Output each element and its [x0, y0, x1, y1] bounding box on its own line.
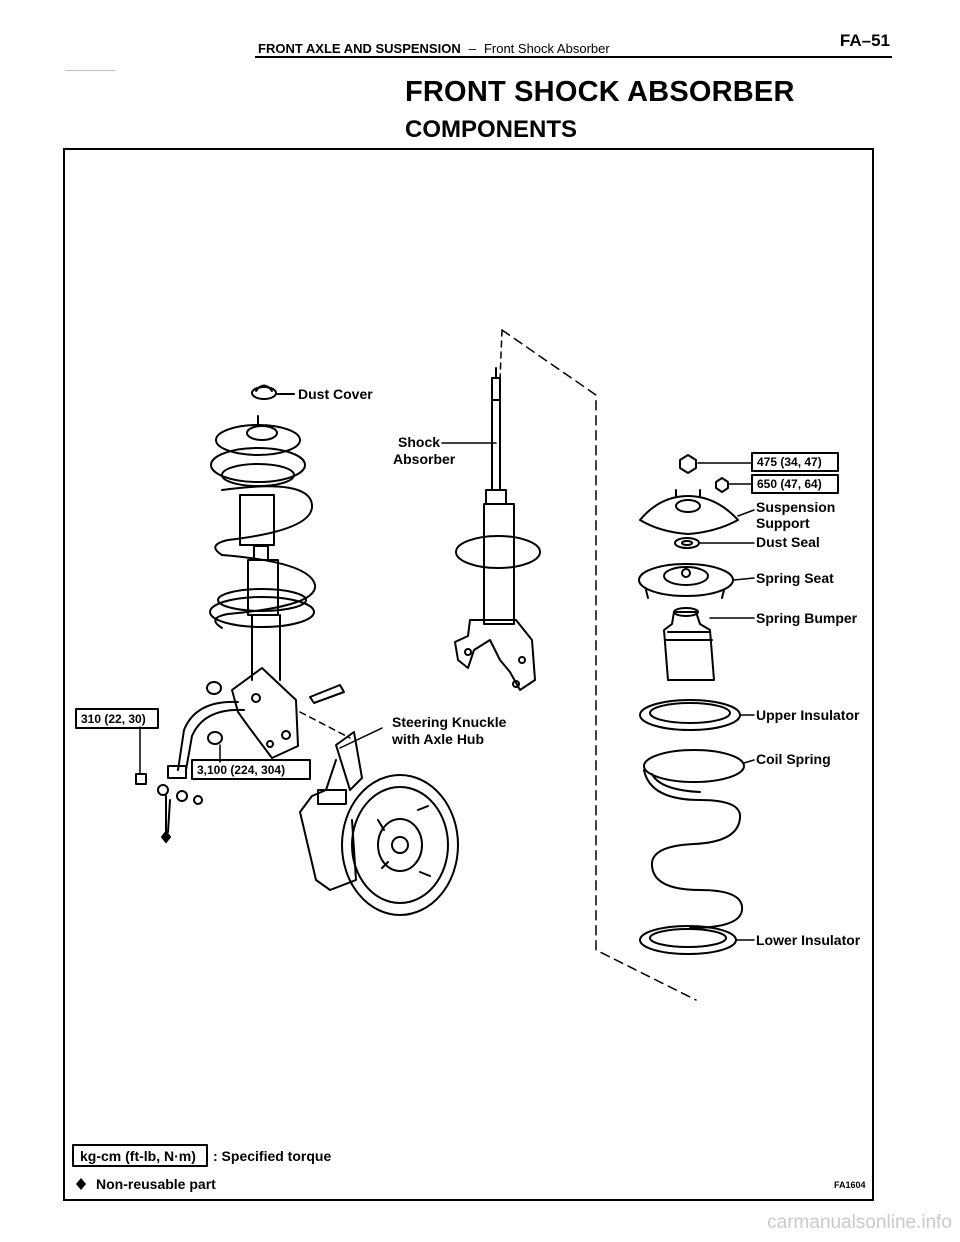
section-subtitle: COMPONENTS — [405, 116, 578, 143]
exploded-parts-illustration — [638, 454, 745, 955]
torque-box-650 — [751, 474, 839, 494]
torque-475: 475 (34, 47) — [757, 455, 822, 469]
header-faint-rule — [65, 70, 115, 71]
label-dust-seal: Dust Seal — [756, 534, 820, 550]
legend-unit-box — [72, 1144, 208, 1167]
legend-unit: kg-cm (ft-lb, N·m) — [80, 1148, 196, 1164]
assembled-strut-illustration — [135, 384, 351, 843]
label-spring-seat: Spring Seat — [756, 570, 834, 586]
header-section: FRONT AXLE AND SUSPENSION — [258, 41, 461, 56]
steering-knuckle-illustration — [299, 731, 459, 916]
label-shock-absorber-1: Shock — [398, 434, 440, 450]
label-spring-bumper: Spring Bumper — [756, 610, 858, 626]
diagram-frame — [63, 148, 874, 1201]
header-subsection: Front Shock Absorber — [483, 41, 610, 56]
torque-650: 650 (47, 64) — [757, 477, 822, 491]
header-separator: – — [468, 41, 476, 56]
legend-diamond-icon — [76, 1178, 86, 1190]
header-rule — [255, 56, 892, 58]
torque-box-475 — [751, 452, 839, 472]
page-title: FRONT SHOCK ABSORBER — [405, 76, 795, 108]
torque-box-310 — [75, 708, 159, 729]
label-lower-insulator: Lower Insulator — [756, 932, 861, 948]
exploded-view-boundary-top — [499, 329, 503, 381]
torque-3100: 3,100 (224, 304) — [197, 763, 285, 777]
label-shock-absorber-2: Absorber — [393, 451, 456, 467]
label-dust-cover: Dust Cover — [298, 386, 373, 402]
label-steering-knuckle-2: with Axle Hub — [391, 731, 484, 747]
exploded-view-boundary — [501, 329, 697, 1001]
torque-310: 310 (22, 30) — [81, 712, 146, 726]
label-upper-insulator: Upper Insulator — [756, 707, 860, 723]
torque-box-3100 — [191, 759, 311, 780]
shock-absorber-illustration — [454, 367, 541, 691]
running-header: FRONT AXLE AND SUSPENSION–Front Shock Ab… — [258, 41, 610, 56]
legend-unit-desc: : Specified torque — [213, 1148, 331, 1164]
legend-nonreusable: Non-reusable part — [96, 1176, 216, 1192]
label-steering-knuckle-1: Steering Knuckle — [392, 714, 507, 730]
label-suspension-support-2: Support — [756, 515, 810, 531]
non-reusable-marker — [161, 831, 171, 843]
label-suspension-support-1: Suspension — [756, 499, 835, 515]
figure-id: FA1604 — [834, 1180, 866, 1190]
label-coil-spring: Coil Spring — [756, 751, 831, 767]
page-number: FA–51 — [839, 31, 890, 50]
watermark: carmanualsonline.info — [767, 1212, 952, 1233]
